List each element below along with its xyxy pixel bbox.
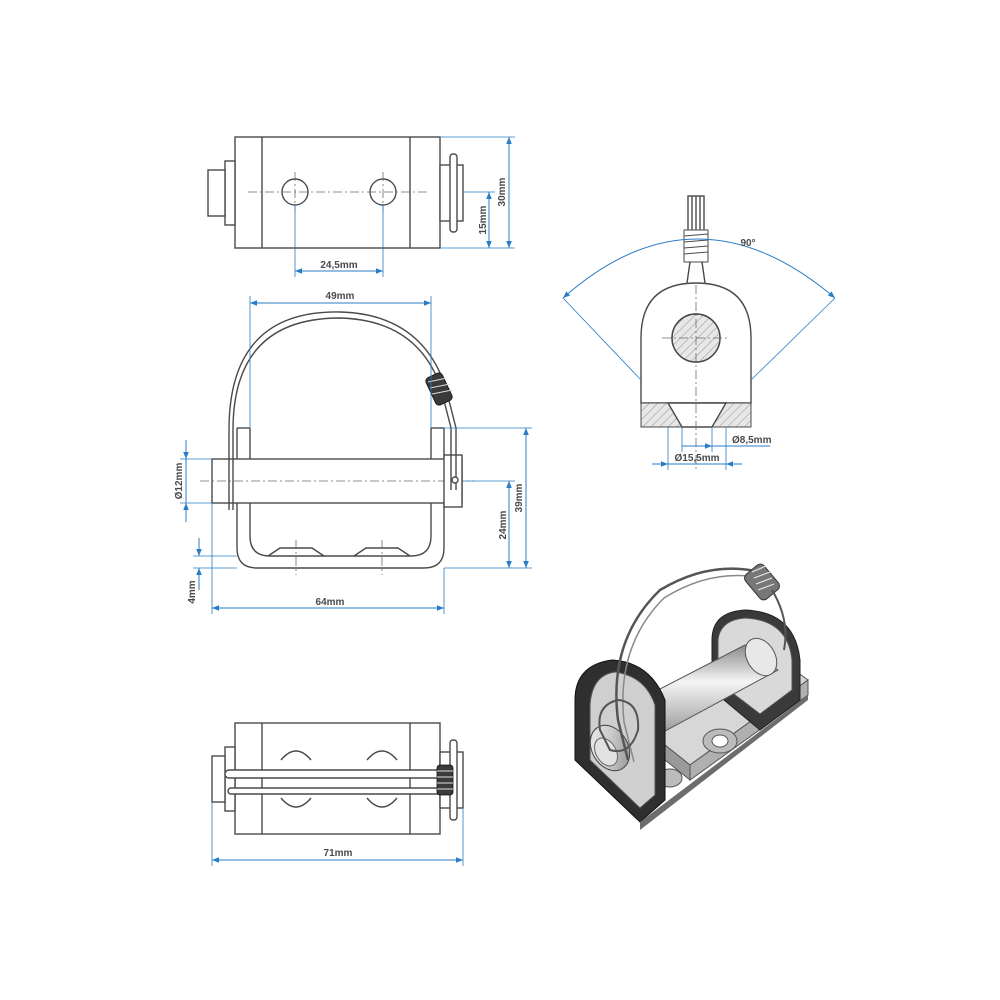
dim-hole-spacing: 24,5mm (320, 260, 357, 271)
bottom-view (211, 722, 464, 835)
isometric-render (574, 563, 809, 830)
top-view (207, 136, 464, 249)
render-spring (744, 563, 780, 601)
dim-total-height: 39mm (514, 483, 525, 512)
side-spring (683, 229, 709, 263)
dim-total-width: 71mm (324, 848, 353, 859)
dim-thickness: 4mm (187, 580, 198, 603)
dim-hole-small: Ø8,5mm (732, 435, 772, 446)
front-view-dimensions: 49mm Ø12mm 39mm 24mm 4mm 64mm (174, 291, 532, 614)
side-view-dimensions: 90° Ø8,5mm Ø15,5mm (562, 238, 836, 470)
dim-base-width: 64mm (316, 597, 345, 608)
dim-angle: 90° (740, 238, 755, 249)
bottom-view-dimensions: 71mm (211, 802, 464, 866)
dim-height-30: 30mm (497, 177, 508, 206)
dim-hole-large: Ø15,5mm (674, 453, 719, 464)
dim-height-15: 15mm (478, 205, 489, 234)
spring-coil (425, 372, 453, 406)
top-view-dimensions: 24,5mm 30mm 15mm (294, 136, 515, 277)
front-view (200, 311, 475, 575)
dim-pin-diameter: Ø12mm (174, 463, 185, 500)
dim-inner-width: 49mm (326, 291, 355, 302)
side-view (640, 195, 752, 470)
dim-pin-height: 24mm (498, 510, 509, 539)
